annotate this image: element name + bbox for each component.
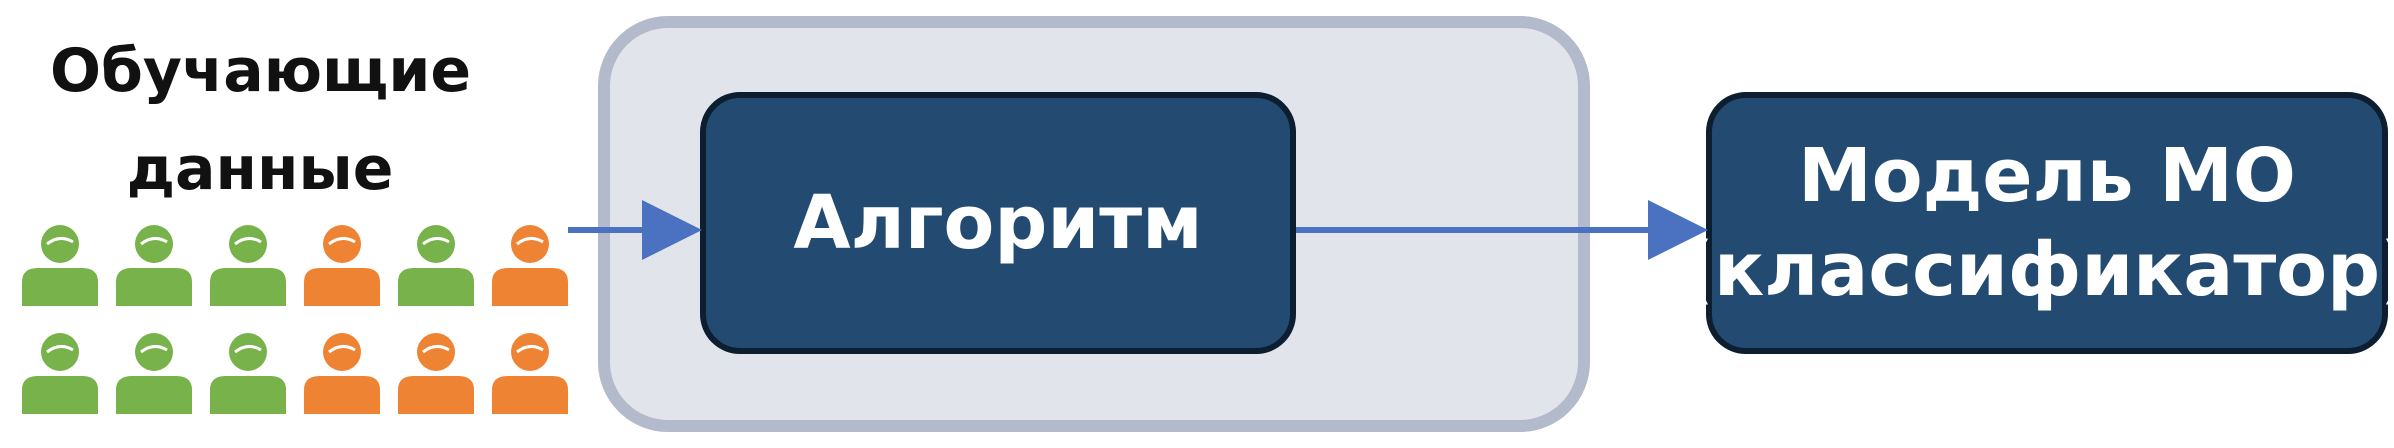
training-data-title: Обучающие данные <box>50 36 472 204</box>
person-icon <box>210 333 286 414</box>
model-box: Модель МО (классификатор) <box>1680 92 2394 354</box>
person-icon <box>492 333 568 414</box>
person-icon <box>22 333 98 414</box>
person-icon <box>304 225 380 306</box>
algorithm-box: Алгоритм <box>700 92 1296 354</box>
algorithm-label: Алгоритм <box>793 180 1203 266</box>
person-icon <box>116 225 192 306</box>
person-icon <box>304 333 380 414</box>
person-icon <box>398 225 474 306</box>
person-icon <box>492 225 568 306</box>
model-label-line2: (классификатор) <box>1680 227 2394 313</box>
person-icon <box>210 225 286 306</box>
model-label-line1: Модель МО <box>1798 133 2296 219</box>
person-icon <box>398 333 474 414</box>
person-icon <box>116 333 192 414</box>
person-icon <box>22 225 98 306</box>
